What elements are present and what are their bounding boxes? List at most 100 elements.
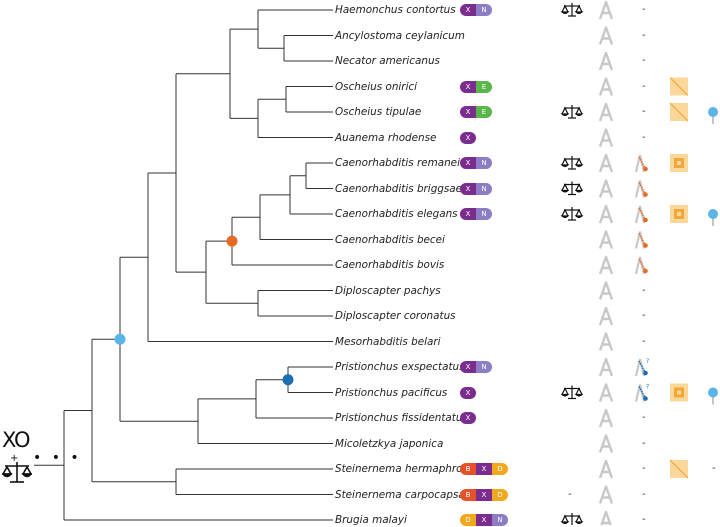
karyotype-pills: X: [460, 131, 476, 144]
chromosome-pill-x: X: [460, 208, 476, 220]
orange-pencil-icon: [634, 205, 648, 224]
pin-icon: [708, 209, 718, 226]
chromosome-pill-n: N: [476, 182, 492, 195]
pencil-dash: -: [642, 488, 646, 500]
chromosome-pill-x: X: [460, 80, 476, 93]
grey-a-icon: [598, 255, 614, 275]
species-label: Caenorhabditis briggsae: [335, 182, 463, 195]
balance-scale-icon: [560, 513, 584, 525]
grey-a-icon: [598, 230, 614, 249]
chromosome-pill-x: X: [460, 106, 476, 118]
trait-icons: ??: [560, 0, 718, 525]
chromosome-pill-n: N: [476, 4, 492, 16]
clade-node-marker: [114, 333, 126, 345]
half-square-icon: [669, 77, 689, 96]
species-label: Caenorhabditis becei: [335, 233, 445, 246]
caenorhabditis-node-marker: [226, 235, 238, 247]
chromosome-pill-n: N: [476, 361, 492, 373]
grey-a-icon: [598, 0, 614, 20]
chromosome-pill-b: B: [460, 488, 476, 501]
chromosome-pill-e: E: [476, 80, 492, 93]
chromosome-pill-x: X: [476, 488, 492, 501]
species-label: Caenorhabditis remanei: [335, 157, 460, 169]
grey-a-icon: [598, 357, 614, 377]
species-label: Diploscapter coronatus: [335, 310, 456, 322]
chromosome-pill-x: X: [460, 361, 476, 373]
blue-pencil-icon: ?: [634, 358, 649, 377]
balance-scale-icon: [560, 156, 584, 170]
pristionchus-node-marker: [282, 374, 294, 386]
chromosome-pill-x: X: [476, 463, 492, 475]
quad-square-icon: [670, 154, 688, 172]
pencil-dash: -: [642, 335, 646, 347]
chromosome-pill-x: X: [460, 157, 476, 169]
grey-a-icon: [598, 459, 614, 479]
pencil-dash: -: [642, 284, 646, 296]
chromosome-pill-x: X: [460, 182, 476, 195]
orange-pencil-icon: [634, 180, 648, 198]
balance-scale-icon: [560, 207, 584, 221]
pencil-dash: -: [642, 412, 646, 423]
svg-text:?: ?: [646, 384, 649, 391]
balance-scale-legend-icon: [2, 462, 32, 483]
grey-a-icon: [598, 281, 614, 300]
chromosome-pill-n: N: [492, 514, 508, 526]
pencil-dash: -: [642, 131, 646, 143]
species-label: Steinernema carpocapsae: [335, 488, 472, 501]
grey-a-icon: [598, 77, 614, 96]
species-label: Pristionchus pacificus: [335, 386, 448, 399]
grey-a-icon: [598, 153, 614, 173]
species-label: Caenorhabditis bovis: [335, 259, 445, 271]
pin-dash: -: [712, 463, 716, 474]
species-label: Steinernema hermaphroditum: [335, 463, 493, 475]
species-label: Haemonchus contortus: [335, 4, 456, 16]
svg-text:?: ?: [646, 358, 649, 365]
grey-a-icon: [598, 332, 614, 351]
balance-dash: -: [568, 488, 572, 500]
pencil-dash: -: [642, 463, 646, 474]
chromosome-pill-b: B: [460, 463, 476, 475]
karyotype-pills: X: [460, 386, 476, 399]
quad-square-icon: [670, 205, 688, 223]
chromosome-pill-d: D: [460, 514, 476, 526]
chromosome-pill-e: E: [476, 106, 492, 118]
chromosome-pill-x: X: [460, 4, 476, 16]
species-label: Necator americanus: [335, 55, 440, 67]
xo-legend-label: XO: [2, 428, 31, 452]
pencil-dash: -: [642, 514, 646, 525]
balance-scale-icon: [560, 105, 584, 119]
half-square-icon: [669, 102, 689, 122]
species-label: Oscheius onirici: [335, 80, 418, 93]
grey-a-icon: [598, 383, 614, 402]
pencil-dash: -: [642, 310, 646, 321]
chromosome-pill-d: D: [492, 463, 508, 475]
grey-a-icon: [598, 51, 614, 71]
tree-nodes: [114, 235, 294, 386]
balance-scale-icon: [560, 385, 584, 400]
species-label: Auanema rhodense: [335, 131, 437, 144]
chromosome-pill-x: X: [460, 131, 476, 144]
legend-plus: +: [10, 453, 19, 464]
grey-a-icon: [598, 179, 614, 198]
grey-a-icon: [598, 102, 614, 122]
chromosome-pill-x: X: [460, 386, 476, 399]
karyotype-pills: X: [460, 412, 476, 424]
chromosome-pill-n: N: [476, 208, 492, 220]
grey-a-icon: [600, 510, 612, 525]
grey-a-icon: [598, 485, 614, 504]
tree-branches: [34, 9, 333, 521]
species-label: Pristionchus fissidentatus: [335, 412, 468, 424]
pencil-dash: -: [642, 4, 646, 15]
species-label: Brugia malayi: [335, 514, 407, 526]
grey-a-icon: [598, 408, 614, 428]
grey-a-icon: [598, 204, 614, 224]
grey-a-icon: [598, 306, 614, 326]
